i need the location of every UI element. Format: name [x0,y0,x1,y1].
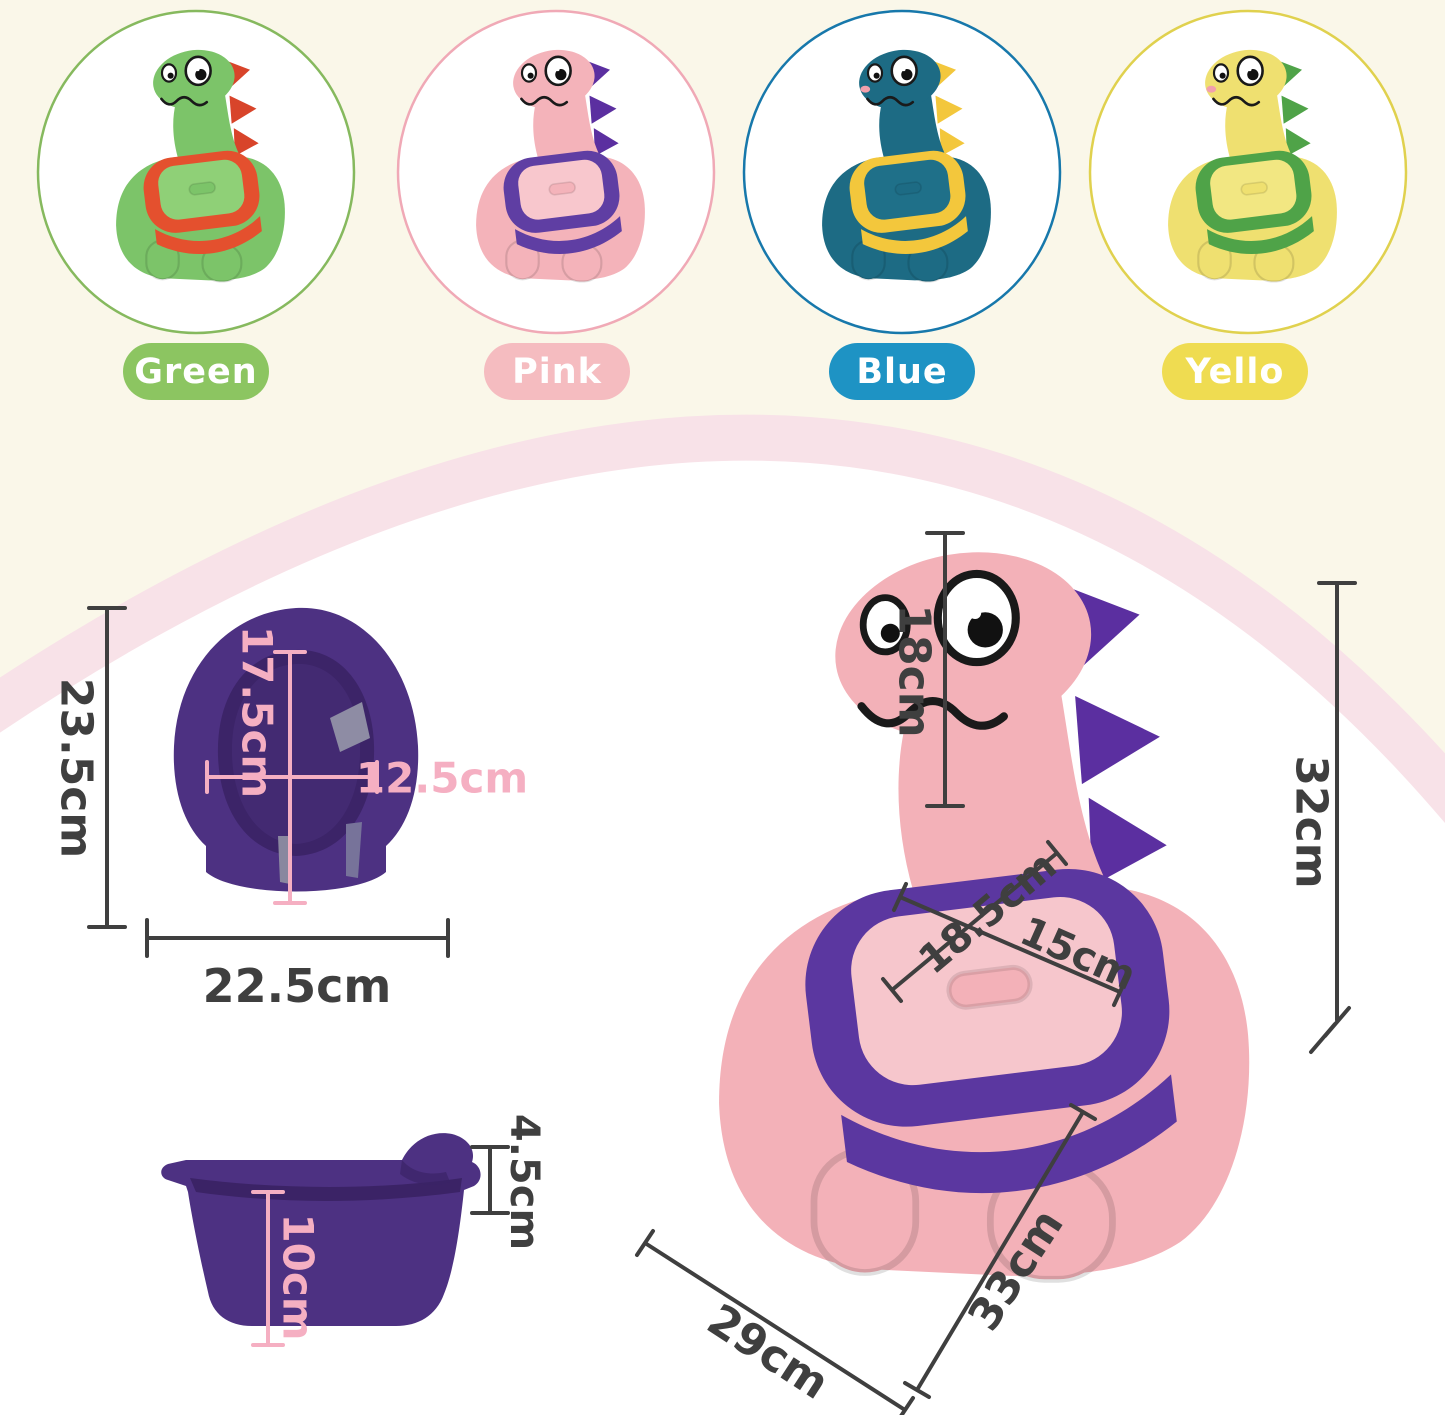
dim-label-insert-depth: 10cm [273,1213,323,1341]
variant-circle-yellow [1088,9,1408,335]
color-pill-blue: Blue [829,343,975,400]
dim-label-insert-top-width: 22.5cm [202,959,392,1013]
color-pill-pink: Pink [484,343,630,400]
dim-label-backrest-height: 18cm [888,604,940,738]
insert-top-view [173,607,419,892]
dim-label-total-height: 32cm [1285,755,1337,889]
color-pill-yellow: Yello [1162,343,1308,400]
variant-circle-pink [396,9,716,335]
dim-label-insert-inner-length: 17.5cm [232,625,282,799]
insert-side-view [161,1133,481,1326]
dim-label-insert-inner-width: 12.5cm [355,753,529,803]
dim-label-insert-spout-height: 4.5cm [501,1113,547,1251]
dim-label-insert-top-height: 23.5cm [50,677,102,859]
variant-circle-blue [742,9,1062,335]
variant-circle-green [36,9,356,335]
color-pill-green: Green [123,343,269,400]
